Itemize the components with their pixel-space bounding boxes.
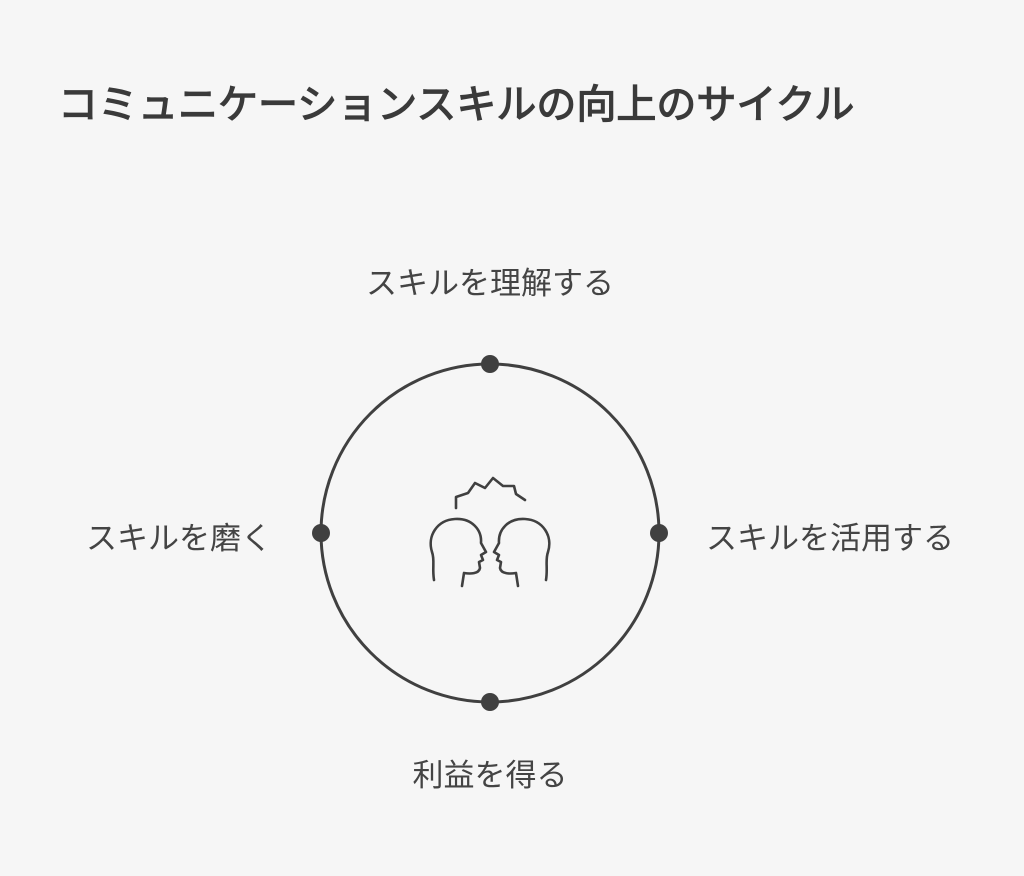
page-title: コミュニケーションスキルの向上のサイクル — [58, 82, 855, 128]
stage-label-bottom: 利益を得る — [412, 758, 568, 794]
node-bottom — [481, 693, 499, 711]
stage-label-left: スキルを磨く — [86, 521, 272, 557]
node-top — [481, 355, 499, 373]
two-heads-thinking-icon — [429, 476, 551, 588]
node-left — [312, 524, 330, 542]
cycle-ring — [319, 362, 661, 704]
node-right — [650, 524, 668, 542]
stage-label-right: スキルを活用する — [706, 521, 954, 557]
stage-label-top: スキルを理解する — [366, 266, 614, 302]
